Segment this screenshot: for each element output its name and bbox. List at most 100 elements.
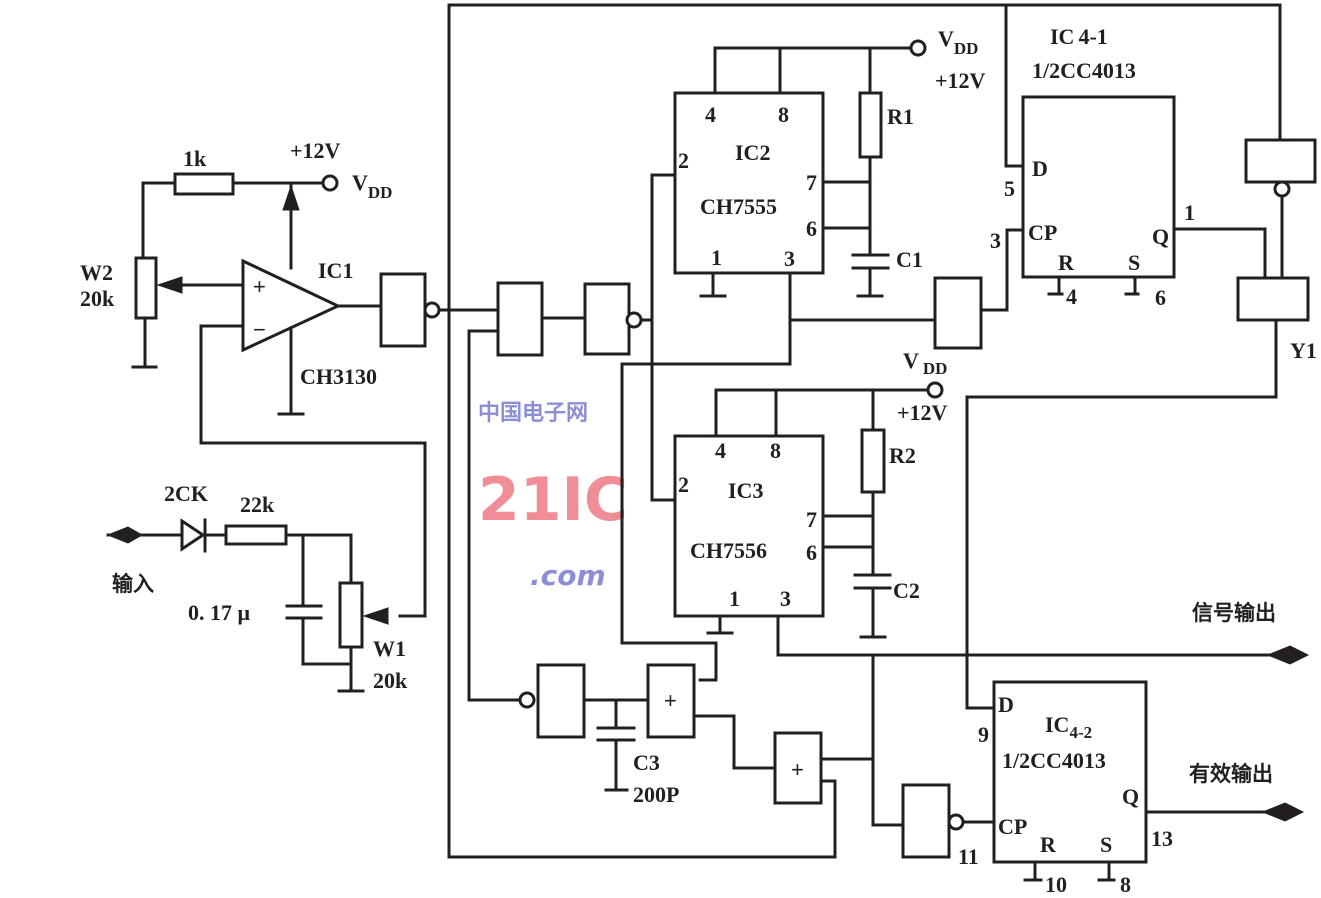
inverter-gate-3 bbox=[583, 282, 631, 356]
resistor-1k bbox=[173, 172, 235, 196]
ic4-2-chip bbox=[992, 680, 1148, 864]
ic2-part: CH7555 bbox=[700, 194, 777, 219]
watermark-cn: 中国电子网 bbox=[478, 401, 588, 426]
resistor-22k bbox=[224, 524, 288, 546]
ic3-pin-4: 4 bbox=[715, 438, 726, 463]
wiper-arrow-icon bbox=[362, 607, 389, 625]
c3-name: C3 bbox=[633, 750, 660, 775]
ic2-pin-4: 4 bbox=[705, 102, 716, 127]
inverter-gate-1 bbox=[379, 272, 427, 348]
ic4-2-pin-11: 11 bbox=[958, 844, 979, 869]
ic4-1-pin-r: R bbox=[1058, 250, 1075, 275]
ic4-2-pin-8: 8 bbox=[1120, 872, 1131, 897]
watermark: 21IC 中国电子网 .com bbox=[478, 401, 628, 592]
gate-ic4-1-clock bbox=[933, 228, 1025, 350]
inversion-bubble bbox=[423, 301, 441, 319]
ic4-2-pin-r: R bbox=[1040, 832, 1057, 857]
opamp-plus: + bbox=[253, 274, 266, 299]
ic3-voltage: +12V bbox=[897, 400, 948, 425]
diode-2ck bbox=[180, 518, 206, 552]
w1-value: 20k bbox=[373, 668, 408, 693]
ic4-2-pin-9: 9 bbox=[978, 722, 989, 747]
ic2-section: VDD +12V R1 C1 4 8 2 7 6 1 3 IC2 CH7555 bbox=[620, 26, 986, 682]
input-section: 2CK 22k 输入 0. 17 μ W1 20k bbox=[106, 481, 408, 693]
c1-label: C1 bbox=[896, 247, 923, 272]
ic1-supply-rail: VDD bbox=[352, 170, 392, 202]
ic4-2-pin-cp: CP bbox=[998, 814, 1027, 839]
diode-label: 2CK bbox=[164, 481, 208, 506]
potentiometer-w1 bbox=[338, 581, 364, 649]
watermark-domain: .com bbox=[530, 559, 606, 592]
wiper-arrow-icon bbox=[156, 276, 183, 294]
ic4-1-pin-6: 6 bbox=[1155, 285, 1166, 310]
inverter-gate-6 bbox=[536, 663, 586, 739]
resistor-r2 bbox=[860, 428, 886, 494]
gate-y1 bbox=[1236, 276, 1310, 322]
ic1-supply-voltage: +12V bbox=[290, 138, 341, 163]
c2-label: C2 bbox=[893, 578, 920, 603]
ic3-name: IC3 bbox=[728, 478, 763, 503]
vdd-terminal-ic2 bbox=[909, 39, 927, 57]
ic4-2-pin-d: D bbox=[998, 692, 1014, 717]
ic3-part: CH7556 bbox=[690, 538, 767, 563]
or-gate-2-symbol: + bbox=[791, 757, 804, 782]
or-gate-1 bbox=[646, 663, 696, 739]
resistor-22k-label: 22k bbox=[240, 492, 275, 517]
valid-output-label: 有效输出 bbox=[1189, 762, 1273, 786]
watermark-21ic: 21IC bbox=[478, 465, 628, 535]
ic4-1-chip bbox=[1021, 95, 1176, 279]
inverter-gate-7 bbox=[901, 783, 951, 859]
ic2-rail: VDD bbox=[938, 26, 978, 58]
bottom-gates: C3 200P + + bbox=[447, 663, 875, 859]
inverter-gate-5 bbox=[1244, 138, 1317, 184]
ic4-2-pin-s: S bbox=[1100, 832, 1112, 857]
inversion-bubble bbox=[625, 311, 643, 329]
y1-label: Y1 bbox=[1290, 338, 1317, 363]
ic1-name: IC1 bbox=[318, 258, 353, 283]
ic4-1-pin-q: Q bbox=[1152, 224, 1169, 249]
ic2-pin-6: 6 bbox=[806, 216, 817, 241]
ic3-pin-1: 1 bbox=[729, 586, 740, 611]
ic4-1-pin-d: D bbox=[1032, 156, 1048, 181]
ic3-pin-8: 8 bbox=[770, 438, 781, 463]
outputs: 信号输出 有效输出 bbox=[1189, 601, 1310, 822]
resistor-r1 bbox=[858, 91, 883, 159]
y1-section: Y1 bbox=[965, 138, 1317, 710]
ic4-1-pin-1: 1 bbox=[1184, 200, 1195, 225]
ic3-pin-7: 7 bbox=[806, 507, 817, 532]
ic4-1-pin-4: 4 bbox=[1066, 284, 1077, 309]
ic4-2-pin-q: Q bbox=[1122, 784, 1139, 809]
valid-output-arrow-icon bbox=[1261, 802, 1305, 822]
opamp-minus: − bbox=[253, 317, 266, 342]
ic3-pin-6: 6 bbox=[806, 540, 817, 565]
w2-name: W2 bbox=[80, 260, 113, 285]
ic2-pin-8: 8 bbox=[778, 102, 789, 127]
r1-label: R1 bbox=[887, 104, 914, 129]
ic2-chip bbox=[673, 91, 825, 275]
inversion-bubble bbox=[518, 691, 536, 709]
ic4-2-pin-10: 10 bbox=[1045, 872, 1067, 897]
ic3-pin-3: 3 bbox=[780, 586, 791, 611]
ic4-2-part: 1/2CC4013 bbox=[1002, 748, 1106, 773]
capacitor-label: 0. 17 μ bbox=[188, 600, 251, 625]
ic2-pin-2: 2 bbox=[678, 148, 689, 173]
ic1-part: CH3130 bbox=[300, 364, 377, 389]
ic3-chip bbox=[673, 434, 825, 618]
input-label: 输入 bbox=[112, 572, 154, 596]
ic4-1-pin-cp: CP bbox=[1028, 220, 1057, 245]
ic2-voltage: +12V bbox=[935, 68, 986, 93]
ic1-section: 1k +12V VDD W2 20k + − IC1 CH3130 bbox=[80, 138, 427, 618]
ic4-2-name: IC4-2 bbox=[1045, 712, 1092, 742]
w1-name: W1 bbox=[373, 636, 406, 661]
ic4-1-part: 1/2CC4013 bbox=[1032, 58, 1136, 83]
c3-value: 200P bbox=[633, 782, 679, 807]
resistor-1k-label: 1k bbox=[183, 146, 207, 171]
ic4-1-pin-5: 5 bbox=[1004, 176, 1015, 201]
vdd-terminal-ic3 bbox=[926, 381, 944, 399]
ic4-1-pin-s: S bbox=[1128, 250, 1140, 275]
ic4-2-pin-13: 13 bbox=[1151, 826, 1173, 851]
